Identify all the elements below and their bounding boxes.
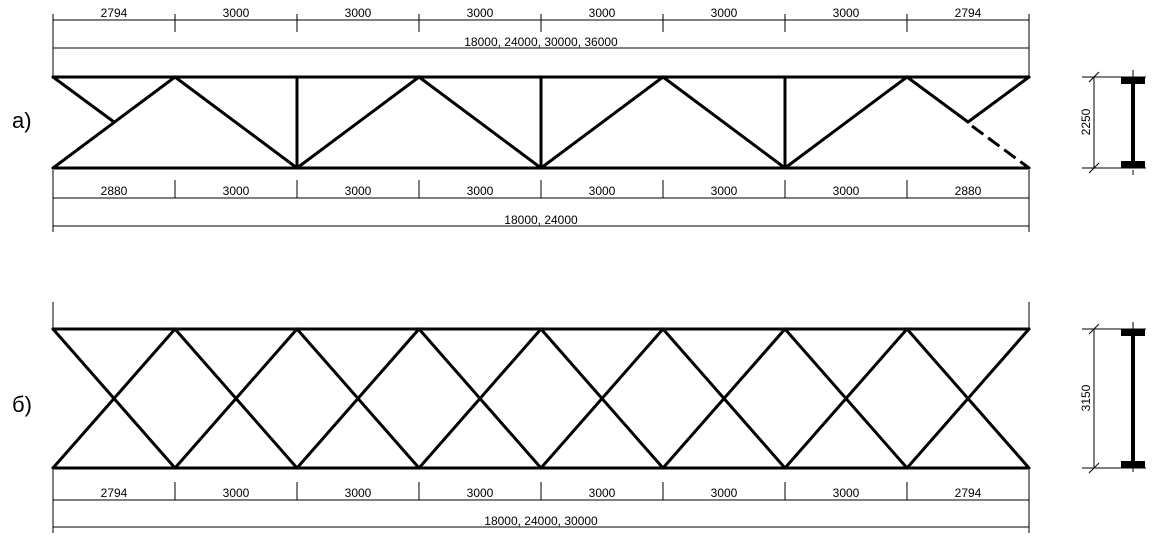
truss-b-bottom-seg-4: 3000 — [467, 486, 494, 500]
truss-a-bottom-seg-5: 3000 — [589, 184, 616, 198]
truss-b-bottom-seg-1: 2794 — [101, 486, 128, 500]
truss-a-height-label: 2250 — [1079, 108, 1093, 135]
truss-b-members — [51, 327, 1031, 470]
truss-a-top-seg-6: 3000 — [711, 6, 738, 20]
truss-a-top-seg-1: 2794 — [101, 6, 128, 20]
truss-b-bottom-seg-3: 3000 — [345, 486, 372, 500]
truss-a-bottom-seg-1: 2880 — [101, 184, 128, 198]
truss-b-height-label: 3150 — [1079, 384, 1093, 411]
truss-a-bottom-seg-7: 3000 — [833, 184, 860, 198]
truss-a: 2794 3000 3000 3000 3000 3000 3000 2794 … — [12, 6, 1146, 232]
truss-b-bottom-seg-6: 3000 — [711, 486, 738, 500]
truss-a-section: 2250 — [1079, 70, 1146, 175]
truss-a-top-seg-2: 3000 — [223, 6, 250, 20]
truss-a-top-seg-7: 3000 — [833, 6, 860, 20]
truss-b-section: 3150 — [1079, 322, 1146, 475]
truss-b-bottom-seg-8: 2794 — [955, 486, 982, 500]
truss-a-top-seg-3: 3000 — [345, 6, 372, 20]
truss-a-bottom-seg-6: 3000 — [711, 184, 738, 198]
truss-b-label: б) — [12, 392, 32, 417]
truss-a-dashed-member — [971, 124, 1030, 170]
truss-a-top-dimensions — [52, 14, 1030, 76]
truss-a-top-seg-8: 2794 — [955, 6, 982, 20]
truss-a-top-total: 18000, 24000, 30000, 36000 — [464, 35, 618, 49]
truss-a-bottom-dimensions — [52, 170, 1030, 232]
truss-a-bottom-total: 18000, 24000 — [504, 213, 578, 227]
truss-b-bottom-dimensions — [52, 470, 1030, 533]
truss-b-bottom-total: 18000, 24000, 30000 — [484, 514, 598, 528]
truss-a-top-seg-4: 3000 — [467, 6, 494, 20]
truss-b-bottom-seg-2: 3000 — [223, 486, 250, 500]
truss-a-label: а) — [12, 108, 32, 133]
truss-a-bottom-seg-4: 3000 — [467, 184, 494, 198]
truss-b: 2794 3000 3000 3000 3000 3000 3000 2794 … — [12, 302, 1146, 533]
truss-a-bottom-seg-3: 3000 — [345, 184, 372, 198]
truss-a-bottom-seg-8: 2880 — [955, 184, 982, 198]
truss-b-bottom-seg-5: 3000 — [589, 486, 616, 500]
truss-b-bottom-seg-7: 3000 — [833, 486, 860, 500]
truss-a-members — [51, 75, 1031, 170]
truss-a-top-seg-5: 3000 — [589, 6, 616, 20]
truss-a-bottom-seg-2: 3000 — [223, 184, 250, 198]
